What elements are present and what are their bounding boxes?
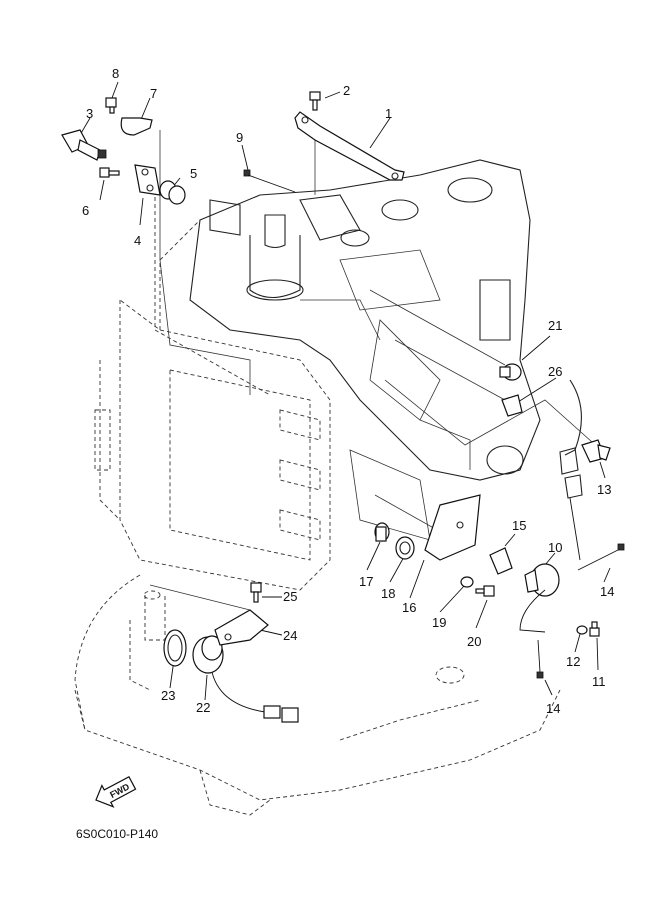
reference-code: 6S0C010-P140 (76, 827, 158, 841)
callout-21: 21 (548, 318, 562, 333)
part-25-bolt (250, 582, 262, 603)
callout-1: 1 (385, 106, 392, 121)
part-3-sensor (61, 129, 107, 161)
part-8-bolt (105, 97, 117, 114)
part-12-washer (576, 625, 588, 635)
callout-3: 3 (86, 106, 93, 121)
part-23-o-ring (163, 629, 187, 667)
part-21-sensor (499, 363, 522, 381)
part-5-grommet (159, 180, 186, 205)
part-14-tie-upper (577, 543, 625, 571)
part-18-spring (395, 536, 415, 560)
callout-18: 18 (381, 586, 395, 601)
callout-26: 26 (548, 364, 562, 379)
part-6-bolt (99, 167, 120, 178)
callout-16: 16 (402, 600, 416, 615)
part-2-bolt (309, 91, 321, 111)
callout-6: 6 (82, 203, 89, 218)
lower-cowling (74, 574, 561, 816)
callout-23: 23 (161, 688, 175, 703)
part-9-tie (243, 169, 296, 193)
part-24-bracket (214, 609, 269, 646)
callout-14a: 14 (600, 584, 614, 599)
part-10-sensor (519, 563, 560, 633)
callout-10: 10 (548, 540, 562, 555)
callout-7: 7 (150, 86, 157, 101)
part-22-sensor-harness (192, 635, 299, 723)
engine-housing-phantom (94, 219, 331, 591)
part-16-bracket (424, 494, 481, 561)
part-15-coupler (489, 547, 513, 575)
callout-12: 12 (566, 654, 580, 669)
callout-24: 24 (283, 628, 297, 643)
part-11-screw (589, 621, 600, 637)
fwd-arrow: FWD (95, 775, 137, 808)
part-4-plate (134, 164, 161, 196)
callout-5: 5 (190, 166, 197, 181)
callout-19: 19 (432, 615, 446, 630)
callout-9: 9 (236, 130, 243, 145)
callout-14b: 14 (546, 701, 560, 716)
callout-15: 15 (512, 518, 526, 533)
part-17-collar (374, 522, 390, 542)
callout-25: 25 (283, 589, 297, 604)
callout-labels: 1 2 3 4 5 6 7 8 9 10 11 12 13 14 14 15 1… (82, 66, 614, 716)
callout-17: 17 (359, 574, 373, 589)
part-19-washer (460, 576, 474, 588)
part-20-bolt (475, 585, 495, 597)
callout-4: 4 (134, 233, 141, 248)
callout-2: 2 (343, 83, 350, 98)
callout-20: 20 (467, 634, 481, 649)
part-14-tie-lower (536, 639, 544, 679)
part-13-holder (581, 439, 611, 463)
part-7-clamp (120, 117, 153, 136)
callout-8: 8 (112, 66, 119, 81)
wire-harness (559, 379, 583, 561)
engine-block (189, 159, 541, 541)
part-1-bracket (294, 111, 405, 181)
part-26-holder (501, 394, 523, 417)
callout-11: 11 (592, 674, 606, 689)
callout-22: 22 (196, 700, 210, 715)
callout-13: 13 (597, 482, 611, 497)
